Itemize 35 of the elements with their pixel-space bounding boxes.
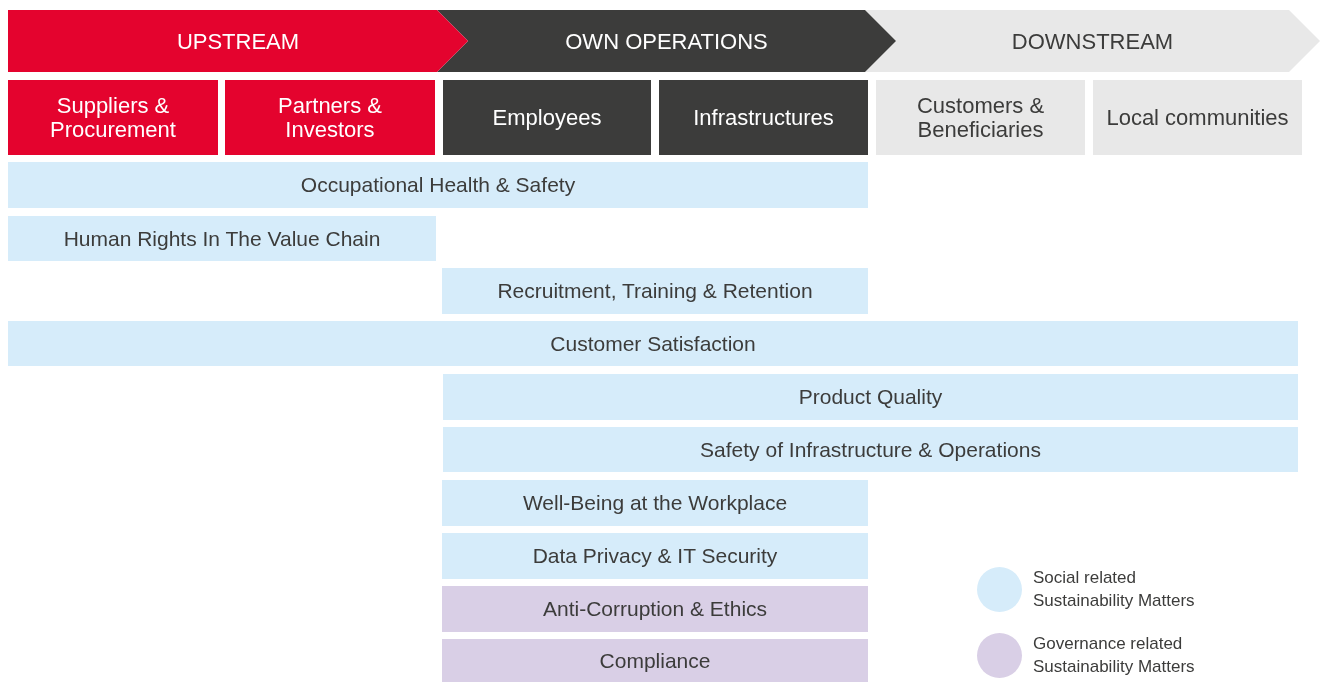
matter-bar: [443, 374, 1298, 420]
matter-label: Data Privacy & IT Security: [532, 543, 778, 570]
matter-label: Compliance: [599, 647, 711, 674]
matter-label: Customer Satisfaction: [550, 330, 756, 357]
matter-label: Product Quality: [798, 384, 943, 411]
matter-bar: [442, 268, 868, 314]
matter-label: Safety of Infrastructure & Operations: [700, 436, 1041, 463]
matter-bar: [8, 216, 436, 261]
stakeholder-box: [8, 80, 218, 155]
stakeholder-label: Customers & Beneficiaries: [915, 93, 1046, 142]
stakeholder-label: Suppliers & Procurement: [49, 93, 177, 142]
stakeholder-box: [225, 80, 435, 155]
stakeholder-box: [443, 80, 651, 155]
matter-bar: [8, 321, 1298, 366]
stakeholder-box: [659, 80, 868, 155]
matter-bar: [442, 533, 868, 579]
matter-bar: [442, 586, 868, 632]
stage-label: UPSTREAM: [176, 27, 300, 56]
stage-label: DOWNSTREAM: [1011, 27, 1174, 56]
matter-bar: [442, 480, 868, 526]
matter-label: Well-Being at the Workplace: [522, 490, 788, 517]
matter-label: Recruitment, Training & Retention: [497, 278, 813, 305]
matter-label: Human Rights In The Value Chain: [63, 225, 381, 252]
matter-label: Occupational Health & Safety: [300, 172, 576, 199]
stakeholder-label: Partners & Investors: [277, 93, 383, 142]
matter-bar: [8, 162, 868, 208]
stage-label: OWN OPERATIONS: [565, 27, 768, 56]
stakeholder-label: Local communities: [1106, 105, 1289, 130]
stakeholder-label: Infrastructures: [693, 105, 834, 130]
stakeholder-label: Employees: [492, 105, 602, 130]
matter-bar: [443, 427, 1298, 472]
matter-bar: [442, 639, 868, 682]
legend-label: Social related Sustainability Matters: [1033, 567, 1196, 612]
legend-label: Governance related Sustainability Matters: [1033, 633, 1196, 678]
matter-label: Anti-Corruption & Ethics: [542, 596, 768, 623]
